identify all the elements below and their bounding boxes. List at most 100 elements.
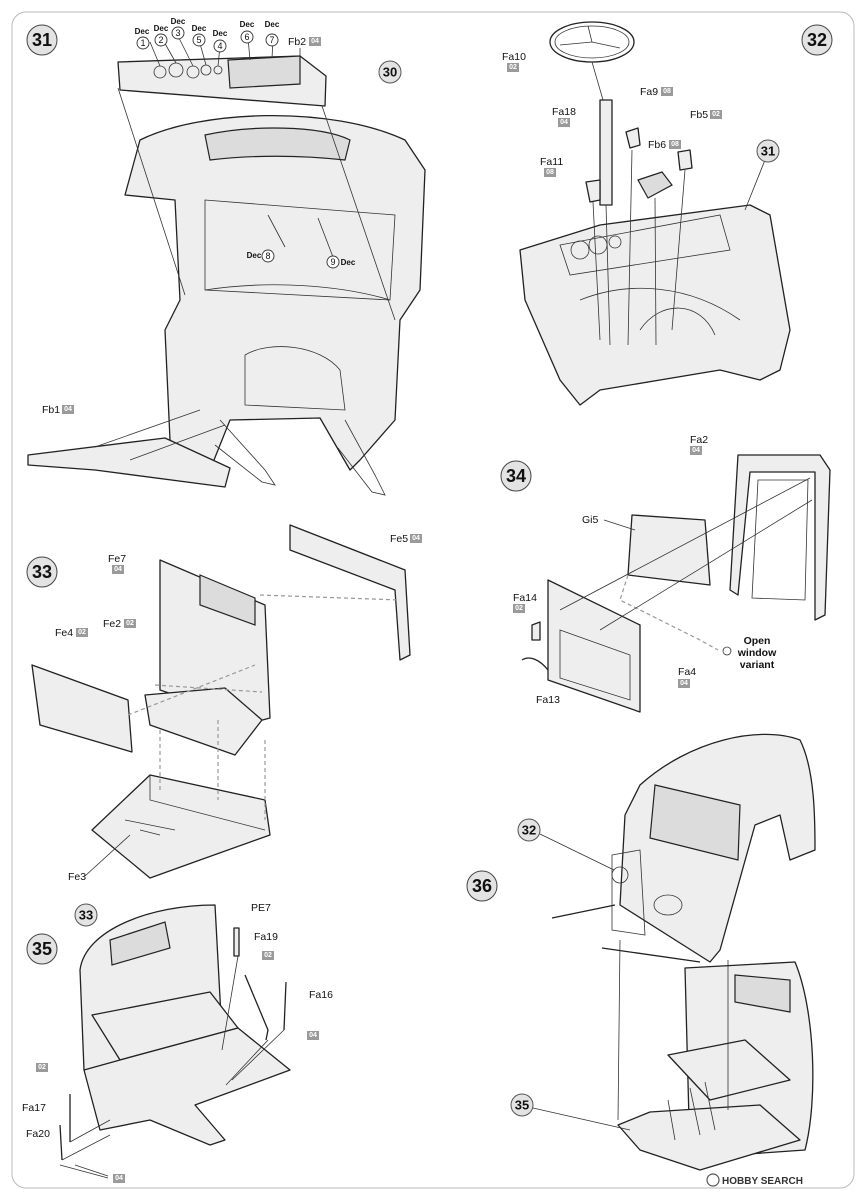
svg-text:6: 6: [244, 32, 249, 42]
svg-text:35: 35: [32, 939, 52, 959]
rear-panel-part-fe5: [289, 524, 411, 661]
step-32-number: 32: [801, 24, 833, 56]
svg-text:7: 7: [269, 35, 274, 45]
part-label-fe4: Fe4 02: [55, 627, 88, 639]
part-label-fa11: Fa11 08: [540, 156, 563, 177]
svg-text:window: window: [737, 647, 777, 659]
step-31-diagram: [27, 37, 426, 496]
svg-text:31: 31: [761, 144, 775, 159]
pe7-part: [233, 927, 240, 957]
part-label-fa19: Fa19 02: [254, 931, 278, 960]
svg-text:Fa4: Fa4: [678, 666, 696, 678]
svg-text:Fa10: Fa10: [502, 51, 526, 63]
svg-text:variant: variant: [740, 659, 775, 671]
step-35-diagram: [59, 904, 291, 1179]
svg-text:4: 4: [217, 41, 222, 51]
svg-text:Gi5: Gi5: [582, 514, 599, 526]
part-label-fe5: Fe5 04: [390, 533, 422, 545]
svg-text:02: 02: [78, 629, 86, 636]
part-label-fa16: Fa16 04: [307, 989, 333, 1040]
part-label-fe7: Fe7 04: [108, 553, 126, 574]
svg-text:Dec: Dec: [171, 17, 186, 26]
cab-back-part-fa2: [729, 454, 831, 621]
svg-text:Fa2: Fa2: [690, 434, 708, 446]
svg-text:04: 04: [114, 566, 122, 573]
svg-text:02: 02: [126, 620, 134, 627]
svg-text:04: 04: [309, 1032, 317, 1039]
window-frame-part-fa4: [547, 579, 641, 713]
part-label-fa13: Fa13: [536, 694, 560, 706]
svg-text:02: 02: [509, 64, 517, 71]
cushion-part-fe4: [31, 664, 133, 753]
step-36-ref-35: 35: [510, 1093, 534, 1117]
svg-text:HOBBY SEARCH: HOBBY SEARCH: [722, 1176, 803, 1187]
svg-text:2: 2: [158, 35, 163, 45]
svg-text:04: 04: [560, 119, 568, 126]
hobby-search-watermark: HOBBY SEARCH: [706, 1173, 803, 1187]
part-label-fa4: Fa4 04: [678, 666, 696, 688]
leader-gi5: [603, 519, 636, 531]
svg-text:Fe3: Fe3: [68, 871, 86, 883]
pin-part-fa20: [59, 1124, 63, 1161]
part-label-gi5: Gi5: [582, 514, 599, 526]
window-glass-part-gi5: [627, 514, 711, 586]
lever-part-fa9: [625, 127, 641, 149]
svg-text:Fa19: Fa19: [254, 931, 278, 943]
svg-text:Dec: Dec: [135, 27, 150, 36]
svg-text:02: 02: [712, 111, 720, 118]
svg-text:02: 02: [515, 605, 523, 612]
svg-text:30: 30: [383, 65, 397, 80]
lever-part-fa16: [283, 981, 287, 1031]
svg-text:Dec: Dec: [154, 24, 169, 33]
svg-text:31: 31: [32, 30, 52, 50]
step-32-subassembly-ref: 31: [756, 139, 780, 163]
svg-text:PE7: PE7: [251, 902, 271, 914]
step-31-number: 31: [26, 24, 58, 56]
floor-part-fb1: [27, 437, 231, 488]
svg-text:Dec: Dec: [247, 251, 262, 260]
svg-text:Fb2: Fb2: [288, 36, 306, 48]
part-label-fb6: Fb6 08: [648, 139, 681, 151]
svg-text:Fa18: Fa18: [552, 106, 576, 118]
decal-callouts-31: Dec 1 Dec 2 Dec 3 Dec 5 Dec 4 Dec 6 Dec …: [135, 17, 356, 269]
svg-text:Fe5: Fe5: [390, 533, 408, 545]
svg-text:Dec: Dec: [213, 29, 228, 38]
svg-text:02: 02: [38, 1064, 46, 1071]
step-33-number: 33: [26, 556, 58, 588]
svg-text:36: 36: [472, 876, 492, 896]
svg-text:Fb5: Fb5: [690, 109, 708, 121]
svg-text:04: 04: [692, 447, 700, 454]
step-33-diagram: [31, 524, 411, 879]
step-35-subassembly-ref: 33: [74, 903, 98, 927]
svg-text:08: 08: [546, 169, 554, 176]
part-label-fa10: Fa10 02: [502, 51, 526, 72]
part-label-fa2: Fa2 04: [690, 434, 708, 455]
part-label-fa9: Fa9 08: [640, 86, 673, 98]
handle-part-fa14: [531, 621, 541, 641]
leader-ref-35: [532, 1107, 631, 1131]
svg-text:Fb1: Fb1: [42, 404, 60, 416]
part-label-fa18: Fa18 04: [552, 106, 576, 127]
svg-text:Fa9: Fa9: [640, 86, 658, 98]
svg-text:8: 8: [265, 251, 270, 261]
steering-rod-part: [551, 904, 616, 919]
svg-text:08: 08: [671, 141, 679, 148]
svg-text:Fa13: Fa13: [536, 694, 560, 706]
page-border: [11, 11, 855, 1189]
svg-text:04: 04: [311, 38, 319, 45]
svg-text:Dec: Dec: [341, 258, 356, 267]
svg-text:34: 34: [506, 466, 526, 486]
knob-part-fb5: [677, 149, 693, 171]
part-label-fa17: Fa17 02: [22, 1063, 48, 1114]
svg-text:02: 02: [264, 952, 272, 959]
part-label-fb2: Fb2 04: [288, 36, 321, 48]
svg-text:04: 04: [64, 406, 72, 413]
svg-text:Fe2: Fe2: [103, 618, 121, 630]
svg-text:Fa16: Fa16: [309, 989, 333, 1001]
svg-text:32: 32: [807, 30, 827, 50]
svg-text:35: 35: [515, 1098, 529, 1113]
pedal-part-fb6: [637, 171, 673, 199]
svg-text:1: 1: [140, 38, 145, 48]
step-36-number: 36: [466, 870, 498, 902]
